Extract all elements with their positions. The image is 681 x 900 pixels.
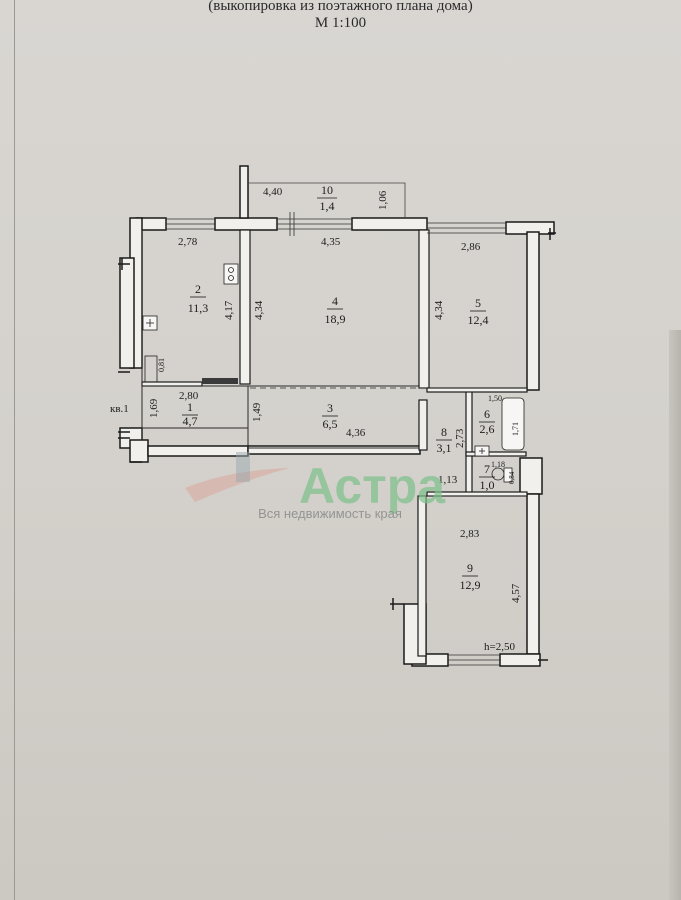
windows	[166, 212, 506, 666]
dim-room9-width: 2,83	[460, 528, 480, 540]
room-5-area: 12,4	[468, 313, 489, 327]
bathtub-icon	[501, 397, 525, 451]
door-marks	[118, 228, 556, 661]
apartment-label: кв.1	[110, 403, 129, 415]
room-6-number: 6	[484, 407, 490, 421]
room-labels: 2 11,3 4 18,9 5 12,4 1 4,7 3 6,5 8 3,1 6…	[183, 183, 495, 592]
room-7-number: 7	[484, 462, 490, 476]
page-margin-line	[14, 0, 15, 900]
dim-room4-depth-left: 4,34	[253, 300, 265, 320]
watermark-logo-building	[236, 452, 250, 482]
dim-room9-depth: 4,57	[510, 583, 522, 603]
dim-ceiling-height: h=2,50	[484, 641, 515, 653]
dim-room2-width: 2,78	[178, 236, 198, 248]
exterior-walls	[119, 165, 555, 667]
room-2-area: 11,3	[188, 301, 209, 315]
dim-wc-depth: 0,84	[508, 471, 516, 484]
room-7-area: 1,0	[480, 478, 495, 492]
room-8-area: 3,1	[437, 441, 452, 455]
dim-balcony-depth: 1,06	[377, 190, 389, 210]
page-edge-shadow	[669, 330, 681, 900]
dimension-labels: 4,40 1,06 2,78 4,17 0,81 4,35 4,34 4,34 …	[110, 186, 522, 653]
room-3-area: 6,5	[323, 417, 338, 431]
dim-room4-depth-right: 4,34	[433, 300, 445, 320]
room-8-number: 8	[441, 425, 447, 439]
sink-icon	[142, 315, 158, 383]
dim-room4-width: 4,35	[321, 236, 341, 248]
room-4-area: 18,9	[325, 312, 346, 326]
dim-corridor-length: 4,36	[346, 427, 366, 439]
room-1-number: 1	[187, 400, 193, 414]
room-9-number: 9	[467, 561, 473, 575]
room-5-number: 5	[475, 296, 481, 310]
room-number-underlines	[182, 197, 495, 577]
room-4-number: 4	[332, 294, 338, 308]
dim-room2-depth: 4,17	[223, 300, 235, 320]
room-10-area: 1,4	[320, 199, 335, 213]
room-10-number: 10	[321, 183, 333, 197]
watermark-logo-swoosh	[185, 468, 290, 502]
watermark-tagline: Вся недвижимость края	[258, 506, 402, 521]
room-3-number: 3	[327, 401, 333, 415]
dim-hall-width: 1,13	[438, 474, 458, 486]
room-1-area: 4,7	[183, 414, 198, 428]
toilet-icon	[491, 467, 513, 483]
room-9-area: 12,9	[460, 578, 481, 592]
dim-room1-depth: 1,69	[148, 398, 160, 418]
watermark: Астра Вся недвижимость края	[185, 452, 446, 521]
dim-balcony-length: 4,40	[263, 186, 283, 198]
dim-room2-niche: 0,81	[157, 358, 166, 372]
dim-bath-depth: 1,71	[511, 422, 520, 436]
watermark-brand: Астра	[299, 458, 446, 514]
dim-bath-width: 1,50	[488, 394, 502, 403]
stove-icon	[223, 263, 239, 285]
dim-wc-width: 1,18	[491, 460, 505, 469]
room-2-number: 2	[195, 282, 201, 296]
plan-scale: М 1:100	[314, 15, 367, 31]
room-6-area: 2,6	[480, 422, 495, 436]
radiator-icon	[202, 378, 238, 384]
washbasin-icon	[474, 445, 490, 457]
balcony-outline	[248, 182, 406, 218]
dim-room1-width: 2,80	[179, 390, 199, 402]
dim-room5-width: 2,86	[461, 241, 481, 253]
dim-corridor-depth: 1,49	[251, 402, 263, 422]
dim-hall-depth: 2,73	[454, 428, 466, 448]
room-boundaries	[141, 230, 527, 497]
plan-subtitle: (выкопировка из поэтажного плана дома)	[208, 0, 473, 14]
